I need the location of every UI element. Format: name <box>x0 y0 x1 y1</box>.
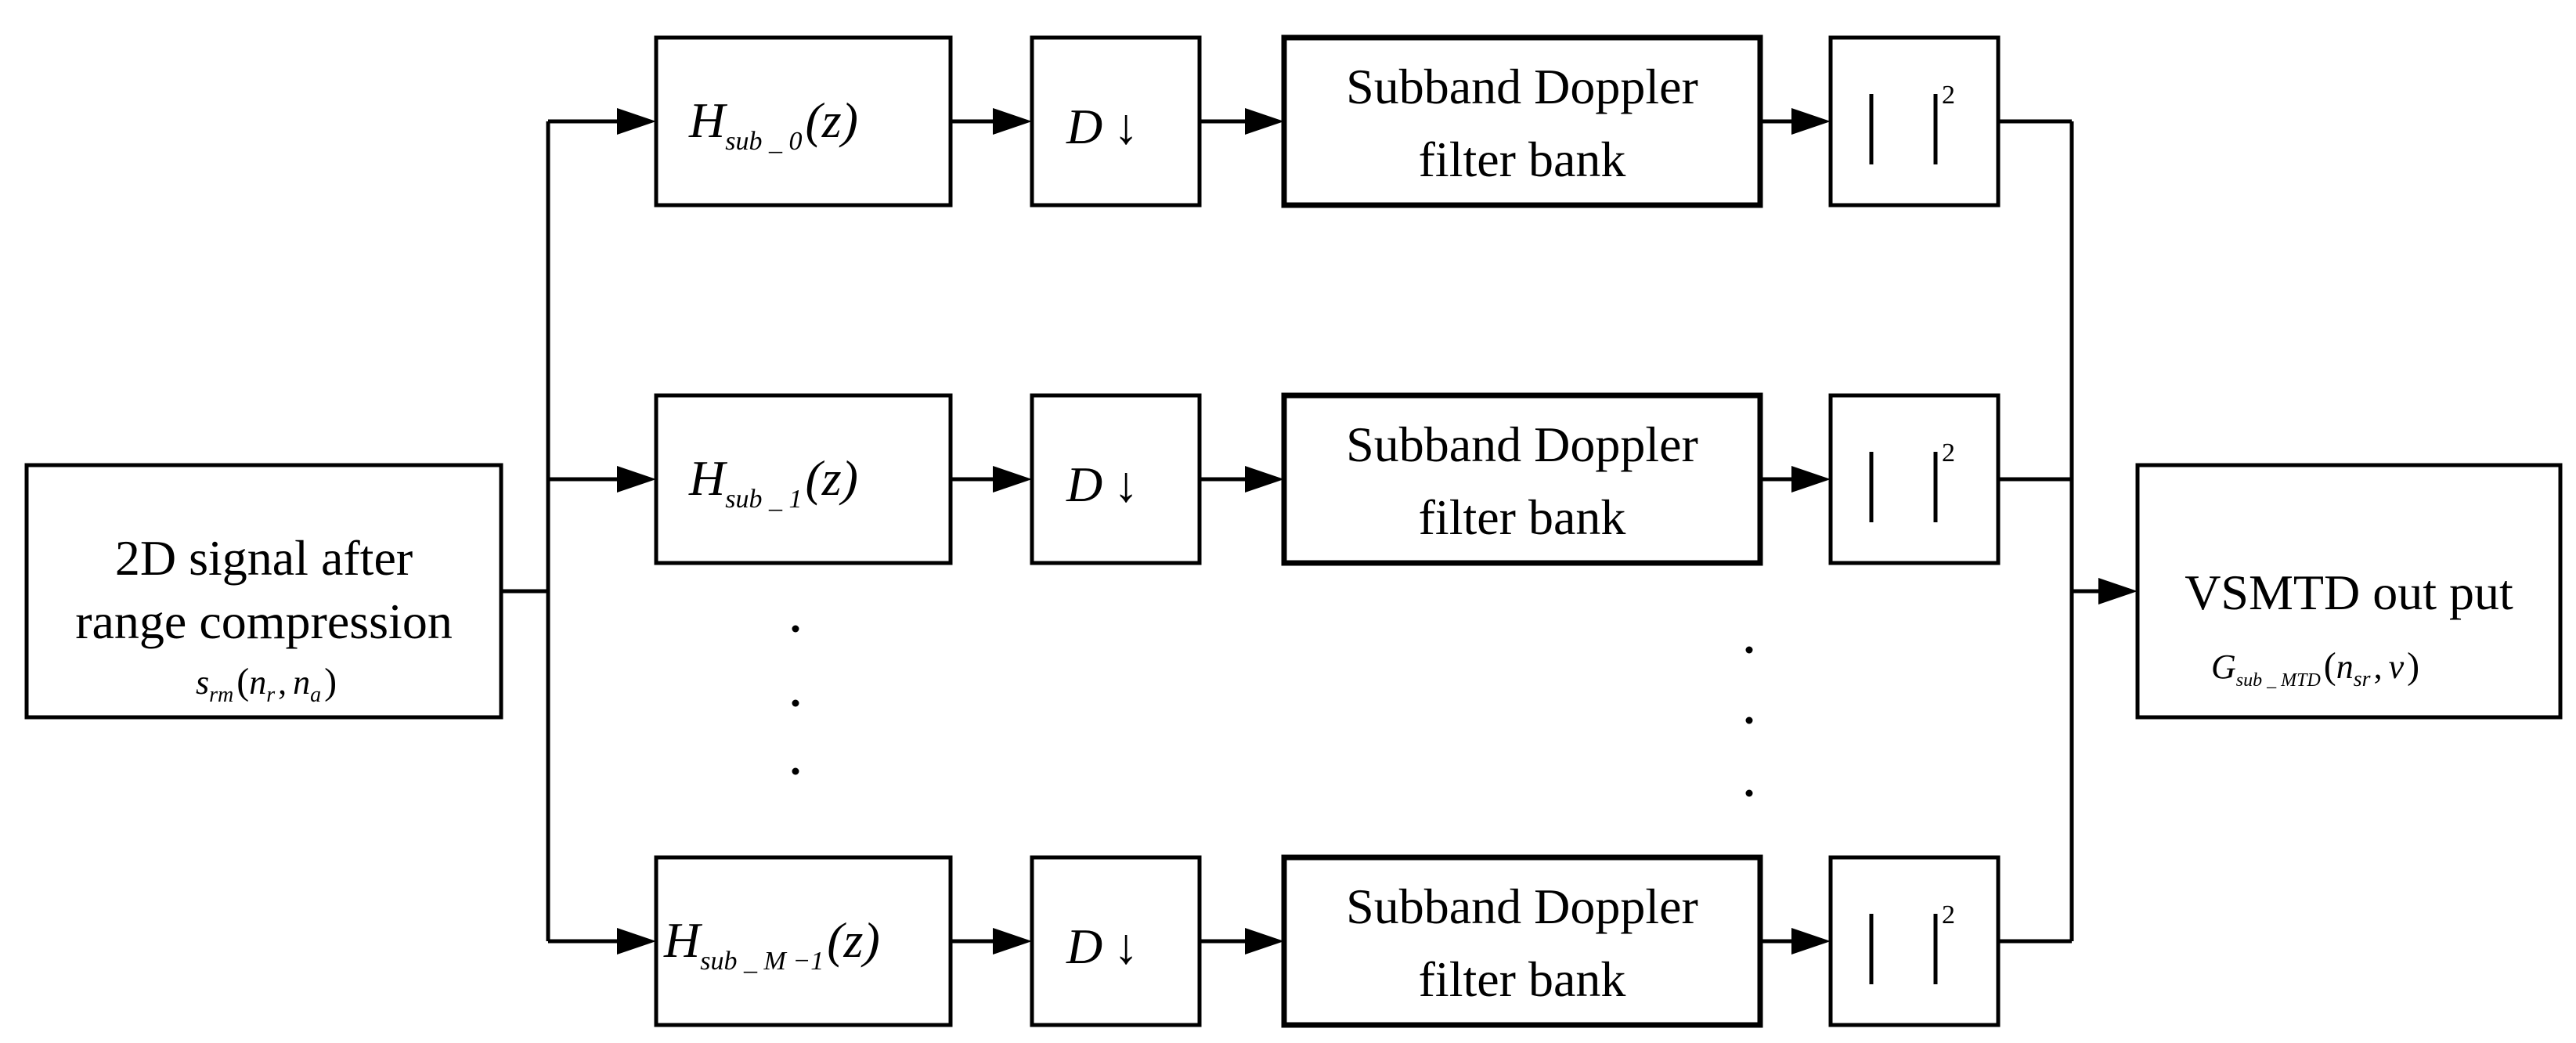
doppler-filter-bank-box <box>1281 34 1763 208</box>
doppler-filter-bank-box <box>1281 854 1763 1028</box>
output-block: VSMTD out put Gsub _ MTD(nsr,v) <box>2135 463 2563 720</box>
ellipsis-left <box>792 625 799 775</box>
magnitude-exponent: 2 <box>1942 438 1955 467</box>
magnitude-squared-box <box>1828 393 2001 565</box>
arrowhead-to-decimator <box>993 928 1032 955</box>
arrowhead-to-doppler <box>1245 466 1284 493</box>
arrowhead-to-magnitude <box>1791 928 1831 955</box>
ellipsis-dot <box>1745 646 1753 654</box>
branch-0: Hsub _ 0(z) D↓ Subband Doppler filter ba… <box>654 34 2072 208</box>
doppler-label-line1: Subband Doppler <box>1346 879 1698 934</box>
magnitude-exponent: 2 <box>1942 81 1955 110</box>
arrowhead-to-decimator <box>993 108 1032 135</box>
branch-m-minus-1: Hsub _ M −1(z) D↓ Subband Doppler filter… <box>654 854 2072 1028</box>
ellipsis-dot <box>792 767 799 775</box>
subband-filter-box <box>654 35 953 208</box>
ellipsis-dot <box>792 699 799 707</box>
arrowhead-to-filter-1 <box>617 466 656 493</box>
split-wires <box>501 108 656 955</box>
decimator-label: D↓ <box>1066 457 1138 512</box>
input-signal-symbol: srm(nr,na) <box>196 661 337 707</box>
ellipsis-dot <box>792 625 799 633</box>
decimator-label: D↓ <box>1066 918 1138 974</box>
arrowhead-to-magnitude <box>1791 108 1831 135</box>
arrowhead-to-magnitude <box>1791 466 1831 493</box>
subband-filter-box <box>654 855 953 1027</box>
decimator-box <box>1030 855 1202 1027</box>
arrowhead-to-output <box>2098 578 2138 605</box>
magnitude-exponent: 2 <box>1942 900 1955 929</box>
doppler-label-line2: filter bank <box>1419 951 1626 1007</box>
arrowhead-to-filter-0 <box>617 108 656 135</box>
subband-filter-label: Hsub _ M −1(z) <box>663 912 880 976</box>
arrowhead-to-filter-m1 <box>617 928 656 955</box>
magnitude-squared-box <box>1828 855 2001 1027</box>
output-block-frame <box>2135 463 2563 720</box>
subband-filter-box <box>654 393 953 565</box>
ellipsis-dot <box>1745 789 1753 797</box>
arrowhead-to-decimator <box>993 466 1032 493</box>
subband-filter-label: Hsub _ 1(z) <box>688 450 858 514</box>
magnitude-squared-box <box>1828 35 2001 208</box>
ellipsis-dot <box>1745 716 1753 724</box>
merge-wires <box>2069 121 2138 941</box>
arrowhead-to-doppler <box>1245 108 1284 135</box>
input-block: 2D signal after range compression srm(nr… <box>24 463 503 720</box>
doppler-label-line1: Subband Doppler <box>1346 417 1698 472</box>
doppler-filter-bank-box <box>1281 392 1763 566</box>
decimator-label: D↓ <box>1066 99 1138 154</box>
input-label-line2: range compression <box>75 594 453 649</box>
subband-filter-label: Hsub _ 0(z) <box>688 92 858 156</box>
input-block-frame <box>24 463 503 720</box>
output-label-line1: VSMTD out put <box>2185 565 2513 620</box>
branch-1: Hsub _ 1(z) D↓ Subband Doppler filter ba… <box>654 392 2072 566</box>
arrowhead-to-doppler <box>1245 928 1284 955</box>
doppler-label-line2: filter bank <box>1419 489 1626 545</box>
input-label-line1: 2D signal after <box>115 530 413 586</box>
output-symbol: Gsub _ MTD(nsr,v) <box>2211 645 2419 691</box>
ellipsis-right <box>1745 646 1753 797</box>
doppler-label-line1: Subband Doppler <box>1346 59 1698 114</box>
doppler-label-line2: filter bank <box>1419 132 1626 187</box>
